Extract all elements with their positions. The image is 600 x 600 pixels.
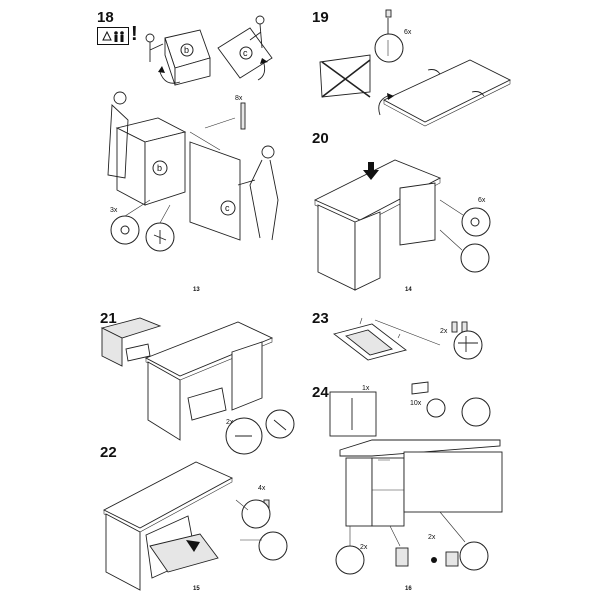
two-person-warning-icon — [97, 27, 129, 45]
step-23-illustration: 2x — [332, 317, 483, 361]
step-24-number: 24 — [312, 384, 329, 401]
arrow-down-icon — [363, 162, 379, 180]
label-c-1: c — [243, 48, 248, 58]
step-18-carcass-flip: b — [145, 29, 211, 86]
qty-18-8x: 8x — [235, 95, 243, 102]
page-number-16: 16 — [405, 586, 412, 592]
qty-24-10x: 10x — [410, 400, 422, 407]
qty-24-2x-b: 2x — [428, 534, 436, 541]
step-21-number: 21 — [100, 310, 117, 327]
qty-24-1x: 1x — [362, 385, 370, 392]
qty-23-2x: 2x — [440, 328, 448, 335]
step-22-illustration: 4x — [103, 461, 288, 591]
hinge-icon — [453, 330, 483, 360]
step-19-number: 19 — [312, 9, 329, 26]
step-20-number: 20 — [312, 130, 329, 147]
page-number-13: 13 — [193, 287, 200, 293]
step-19-illustration: 6x — [319, 9, 512, 127]
step-23-number: 23 — [312, 310, 329, 327]
screw-icon — [451, 321, 458, 333]
step-21-illustration: 2x — [100, 317, 295, 455]
qty-18-3x: 3x — [110, 207, 118, 214]
step-22-number: 22 — [100, 444, 117, 461]
warning-exclamation: ! — [131, 23, 138, 45]
dowel-icon — [240, 102, 246, 130]
label-c-2: c — [225, 203, 230, 213]
hinge-icon — [395, 547, 409, 567]
arrow-down-icon — [186, 540, 200, 552]
page-number-14: 14 — [405, 287, 412, 293]
step-18-number: 18 — [97, 9, 114, 26]
step-20-illustration: 6x — [313, 159, 491, 291]
qty-20-6x: 6x — [478, 197, 486, 204]
label-b-2: b — [157, 163, 162, 173]
step-18-panel-c-flip: c — [217, 15, 273, 81]
cam-lock-icon — [470, 217, 480, 227]
label-b-1: b — [184, 45, 189, 55]
qty-21-2x: 2x — [226, 419, 234, 426]
rotate-arrow-icon — [159, 71, 181, 84]
step-18-main-assembly: b c 8x 3x — [107, 91, 279, 252]
qty-22-4x: 4x — [258, 485, 266, 492]
step-24-illustration: 1x 10x 2x 2x — [329, 381, 503, 575]
qty-24-2x-a: 2x — [360, 544, 368, 551]
page-number-15: 15 — [193, 586, 200, 592]
screw-icon — [385, 9, 392, 18]
qty-19-6x: 6x — [404, 29, 412, 36]
